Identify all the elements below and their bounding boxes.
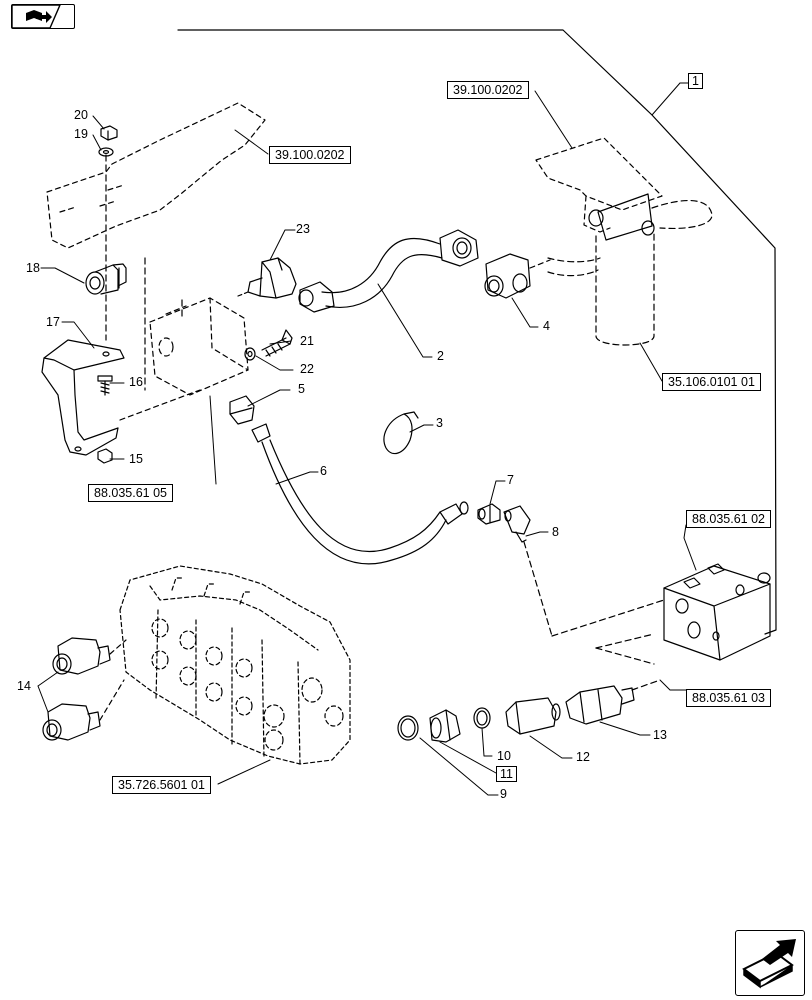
coupler-12 [505, 697, 561, 735]
nut-15 [97, 448, 113, 464]
washer-22 [244, 347, 256, 361]
bolt-21 [261, 329, 293, 357]
callout-22: 22 [300, 362, 314, 376]
reference-88-035-61-03[interactable]: 88.035.61 03 [686, 689, 771, 707]
manifold-block-05 [119, 297, 249, 421]
callout-15: 15 [129, 452, 143, 466]
valve-block-02 [663, 563, 771, 661]
control-valve-assembly [119, 565, 351, 765]
bolt-axis-lines [105, 154, 183, 391]
nut-20 [100, 125, 118, 141]
fitting-5 [229, 395, 255, 425]
callout-16: 16 [129, 375, 143, 389]
callout-9: 9 [500, 787, 507, 801]
callout-8: 8 [552, 525, 559, 539]
bolt-16 [97, 375, 113, 396]
adapter-7 [477, 503, 501, 525]
reference-39-100-0202-top-right[interactable]: 39.100.0202 [447, 81, 529, 99]
book-arrow-glyph [11, 4, 62, 29]
callout-13: 13 [653, 728, 667, 742]
elbow-8 [503, 505, 531, 543]
reference-88-035-61-05[interactable]: 88.035.61 05 [88, 484, 173, 502]
callout-21: 21 [300, 334, 314, 348]
reference-39-100-0202-left[interactable]: 39.100.0202 [269, 146, 351, 164]
cable-tie-3 [383, 411, 419, 455]
fitting-18 [85, 263, 127, 295]
adapter-part [429, 709, 461, 743]
hose-6 [251, 423, 469, 565]
o-ring-9 [397, 715, 419, 741]
reference-35-106-0101-01[interactable]: 35.106.0101 01 [662, 373, 761, 391]
next-page-arrow-icon[interactable] [735, 930, 805, 996]
filter-assembly [535, 137, 713, 346]
callout-18: 18 [26, 261, 40, 275]
callout-2: 2 [437, 349, 444, 363]
callout-3: 3 [436, 416, 443, 430]
callout-5: 5 [298, 382, 305, 396]
callout-14: 14 [17, 679, 31, 693]
fittings-14 [42, 637, 127, 741]
pipe-2 [298, 229, 479, 313]
bracket-17 [41, 339, 125, 456]
tee-fitting-4 [484, 253, 551, 299]
callout-10: 10 [497, 749, 511, 763]
reference-88-035-61-02[interactable]: 88.035.61 02 [686, 510, 771, 528]
callout-17: 17 [46, 315, 60, 329]
reference-35-726-5601-01[interactable]: 35.726.5601 01 [112, 776, 211, 794]
callout-7: 7 [507, 473, 514, 487]
book-arrow-icon[interactable] [11, 4, 75, 29]
callout-20: 20 [74, 108, 88, 122]
callout-12: 12 [576, 750, 590, 764]
callout-1[interactable]: 1 [688, 73, 703, 89]
fitting-23 [237, 257, 297, 299]
leader-lines [37, 82, 697, 796]
o-ring-10 [473, 707, 491, 729]
callout-4: 4 [543, 319, 550, 333]
next-page-arrow-glyph [742, 939, 796, 989]
callout-23: 23 [296, 222, 310, 236]
washer-19 [98, 147, 114, 157]
callout-6: 6 [320, 464, 327, 478]
connection-lines [523, 541, 665, 691]
assembly-frame-line [177, 29, 777, 635]
mounting-plate-drawing [46, 102, 266, 249]
callout-11[interactable]: 11 [496, 766, 517, 782]
coupler-13 [565, 685, 635, 725]
callout-19: 19 [74, 127, 88, 141]
